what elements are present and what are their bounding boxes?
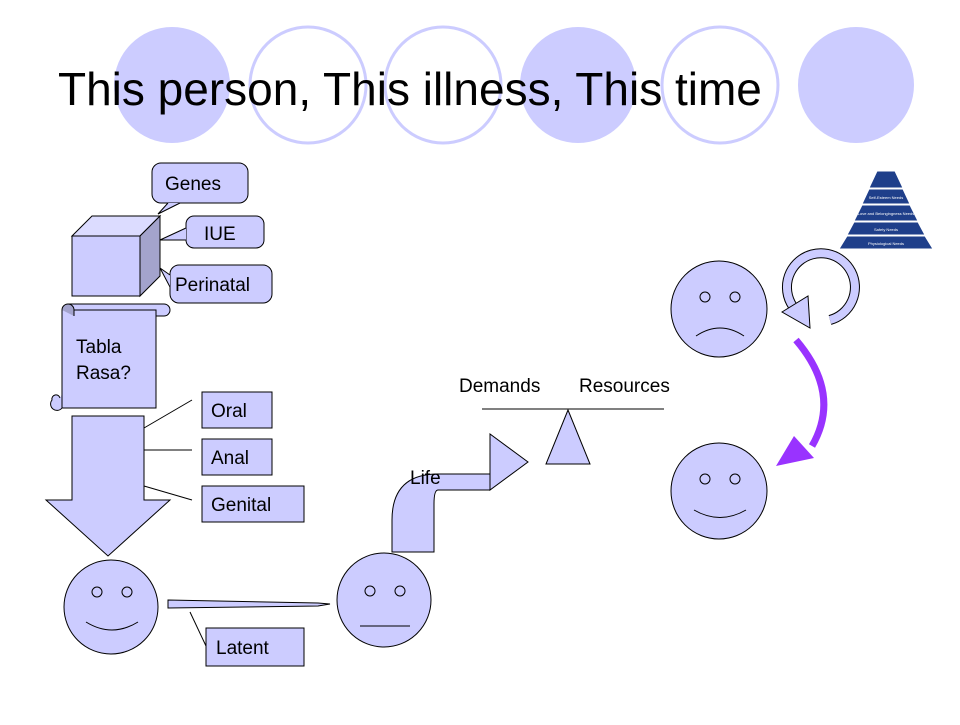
life-arrow: Life xyxy=(391,433,529,553)
latent-wedge: Latent xyxy=(167,599,331,667)
deco-circle-1 xyxy=(114,27,230,143)
iue-label: IUE xyxy=(204,224,236,245)
deco-circle-5 xyxy=(660,25,780,145)
pyramid-level-2: Self-Esteem Needs xyxy=(869,195,903,200)
anal-box: Anal xyxy=(201,438,273,476)
genes-callout: Genes xyxy=(151,162,249,215)
genital-box: Genital xyxy=(201,485,305,523)
latent-label: Latent xyxy=(216,638,270,659)
genital-label: Genital xyxy=(211,495,271,516)
tabla-label-line2: Rasa? xyxy=(76,363,131,384)
deco-circle-3 xyxy=(383,25,503,145)
anal-label: Anal xyxy=(211,448,249,469)
cube-shape xyxy=(70,214,162,298)
demands-label: Demands xyxy=(459,376,540,397)
oral-label: Oral xyxy=(211,401,247,422)
tabla-rasa-scroll: Tabla Rasa? xyxy=(50,303,171,411)
cycle-arrow-icon xyxy=(781,248,860,329)
pyramid-level-3: Love and Belongingness Needs xyxy=(858,211,915,216)
psychosexual-arrow xyxy=(44,415,172,557)
oral-box: Oral xyxy=(201,391,273,429)
adult-neutral-face xyxy=(336,552,432,648)
child-smiley-face xyxy=(63,559,159,655)
perinatal-label: Perinatal xyxy=(175,275,250,296)
deco-circle-4 xyxy=(520,27,636,143)
stage-connectors xyxy=(143,399,193,501)
deco-circle-6 xyxy=(798,27,914,143)
balance-scale: Demands Resources xyxy=(459,376,670,465)
slide-title: This person, This illness, This time xyxy=(58,63,762,115)
genes-label: Genes xyxy=(165,174,221,195)
sad-face xyxy=(670,260,768,358)
pyramid-level-4: Safety Needs xyxy=(874,227,898,232)
tabla-label-line1: Tabla xyxy=(76,337,122,358)
happy-face xyxy=(670,442,768,540)
deco-circle-2 xyxy=(248,25,368,145)
iue-callout: IUE xyxy=(159,215,265,249)
maslow-pyramid: Self-Esteem Needs Love and Belongingness… xyxy=(836,170,934,250)
title-decoration xyxy=(114,25,914,145)
pyramid-level-5: Physiological Needs xyxy=(868,241,904,246)
recovery-arrow xyxy=(776,337,828,466)
life-label: Life xyxy=(410,468,441,489)
perinatal-callout: Perinatal xyxy=(159,264,273,304)
resources-label: Resources xyxy=(579,376,670,397)
